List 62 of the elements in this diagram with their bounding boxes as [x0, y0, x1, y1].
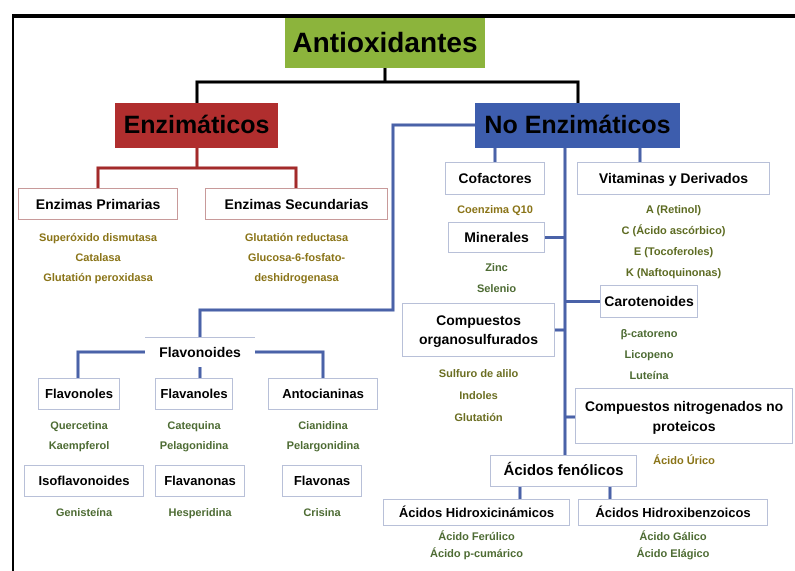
subcategory-box: Compuestos nitrogenados no proteicos — [575, 388, 793, 444]
compound-name: Ácido Gálico — [639, 529, 707, 545]
compound-name: Catalasa — [75, 251, 121, 266]
connector-line — [255, 350, 324, 378]
subcategory-box: Vitaminas y Derivados — [577, 162, 770, 195]
compound-name: Glucosa-6-fosfato-deshidrogenasa — [246, 251, 346, 286]
compound-name: E (Tocoferoles) — [634, 245, 714, 260]
compound-name: Crisina — [303, 506, 341, 521]
compound-name: Glutatión peroxidasa — [43, 271, 153, 286]
subcategory-box: Flavanonas — [155, 465, 245, 497]
connector-line — [198, 124, 475, 337]
subcategory-box: Flavanoles — [155, 378, 233, 410]
subcategory-box: Ácidos Hidroxibenzoicos — [578, 499, 768, 526]
compound-name: Selenio — [476, 282, 516, 297]
subcategory-box: Isoflavonoides — [24, 465, 144, 497]
subcategory-box: Compuestos organosulfurados — [402, 303, 555, 357]
compound-name: Licopeno — [624, 348, 674, 363]
connector-line — [608, 487, 612, 499]
compound-name: Ácido Úrico — [653, 453, 715, 469]
connector-line — [76, 350, 145, 378]
compound-name: Coenzima Q10 — [457, 203, 533, 218]
compound-name: Ácido Ferúlico — [438, 529, 515, 545]
subcategory-box: Ácidos Hidroxicinámicos — [383, 499, 570, 526]
compound-name: Luteína — [629, 369, 669, 384]
subcategory-box: Enzimas Primarias — [18, 188, 178, 220]
subcategory-box: Enzimas Secundarias — [205, 188, 388, 220]
category-box: Enzimáticos — [115, 103, 278, 148]
subcategory-box: Minerales — [448, 222, 545, 253]
subcategory-box: Antocianinas — [268, 378, 378, 410]
compound-name: C (Ácido ascórbico) — [622, 223, 726, 239]
compound-name: Indoles — [459, 389, 498, 404]
connector-line — [198, 367, 202, 378]
category-box: No Enzimáticos — [475, 103, 680, 148]
compound-name: Hesperidina — [168, 506, 232, 521]
connector-line — [196, 148, 298, 188]
subcategory-box: Ácidos fenólicos — [490, 455, 637, 487]
compound-name: Ácido Elágico — [636, 546, 710, 562]
compound-name: β-catoreno — [620, 327, 678, 342]
compound-name: Cianidina — [298, 419, 348, 434]
compound-name: Glutatión reductasa — [244, 231, 348, 246]
compound-name: Sulfuro de alilo — [438, 367, 518, 382]
compound-name: Quercetina — [50, 419, 108, 434]
compound-name: Pelagonidina — [160, 439, 228, 454]
connector-line — [518, 487, 522, 499]
subcategory-box: Flavonoles — [38, 378, 120, 410]
compound-name: Ácido p-cumárico — [430, 546, 523, 562]
compound-name: Zinc — [485, 261, 508, 276]
subcategory-box: Flavonas — [282, 465, 362, 497]
connector-line — [494, 148, 496, 162]
title-box: Antioxidantes — [285, 18, 485, 68]
compound-name: Kaempferol — [48, 439, 110, 454]
compound-name: K (Naftoquinonas) — [626, 266, 722, 281]
compound-name: Superóxido dismutasa — [39, 231, 157, 246]
connector-line — [638, 148, 642, 162]
compound-name: Genisteína — [56, 506, 112, 521]
compound-name: Pelargonidina — [286, 439, 360, 454]
compound-name: Catequina — [167, 419, 221, 434]
compound-name: Glutatión — [454, 411, 503, 426]
subcategory-box: Cofactores — [445, 162, 545, 195]
connector-line — [564, 148, 566, 455]
subcategory-box: Carotenoides — [600, 285, 698, 318]
compound-name: A (Retinol) — [646, 203, 702, 218]
